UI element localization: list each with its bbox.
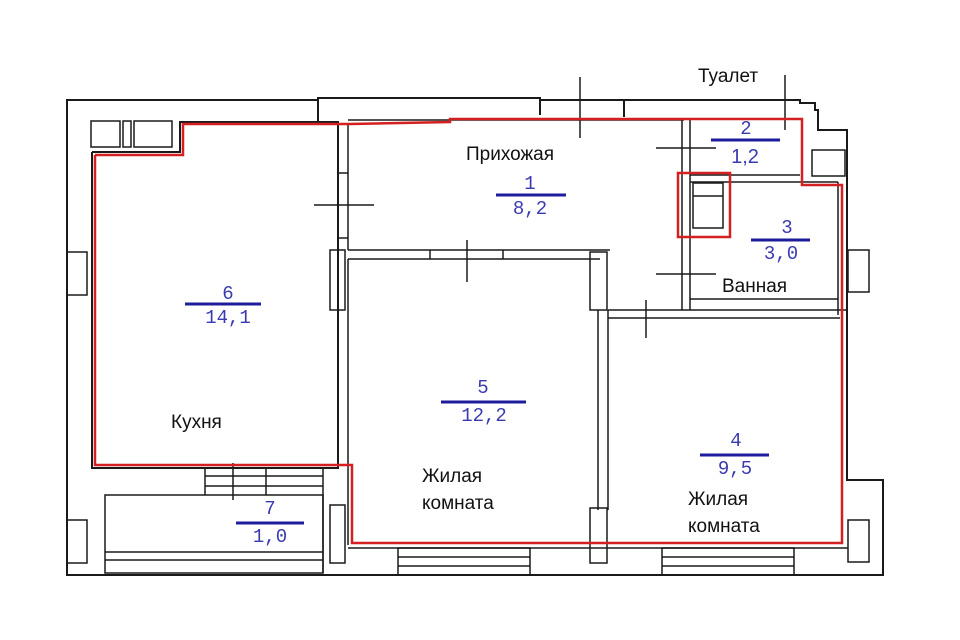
toilet-window: [811, 149, 846, 177]
room-area-toilet: 1,2: [731, 146, 759, 168]
room-name-living-2-line1: Жилая: [688, 489, 748, 510]
bottom-windows: [397, 547, 795, 576]
room-name-hallway: Прихожая: [466, 144, 554, 165]
balcony: [104, 463, 324, 574]
kitchen-window-top: [90, 120, 173, 148]
wet-zone-walls: [608, 75, 870, 563]
room-area-living-2: 9,5: [718, 458, 752, 480]
room-area-hallway: 8,2: [513, 198, 547, 220]
room-name-kitchen: Кухня: [171, 412, 222, 433]
room-name-living-2-line2: комната: [688, 516, 760, 537]
bath-fixture: [676, 171, 732, 239]
room-name-living-1-line2: комната: [422, 493, 494, 514]
kitchen-walls: [91, 121, 374, 469]
room-number-bathroom: 3: [781, 217, 792, 239]
apartment-outline: [93, 117, 844, 545]
window-left-2: [66, 519, 88, 564]
room-number-kitchen: 6: [222, 283, 233, 305]
room-area-bathroom: 3,0: [764, 243, 798, 265]
room-number-living-2: 4: [730, 430, 741, 452]
room-name-bathroom: Ванная: [722, 276, 787, 297]
room-area-kitchen: 14,1: [205, 307, 251, 329]
room-area-living-1: 12,2: [461, 405, 507, 427]
room-number-hallway: 1: [524, 173, 535, 195]
room-number-living-1: 5: [477, 377, 488, 399]
hallway-walls: [348, 77, 716, 282]
room-area-balcony: 1,0: [253, 526, 287, 548]
room-name-living-1-line1: Жилая: [422, 466, 482, 487]
room-number-balcony: 7: [264, 498, 275, 520]
outer-walls: [66, 97, 884, 576]
room-number-toilet: 2: [740, 118, 751, 140]
window-left-1: [66, 251, 88, 296]
room-name-toilet: Туалет: [698, 66, 758, 87]
